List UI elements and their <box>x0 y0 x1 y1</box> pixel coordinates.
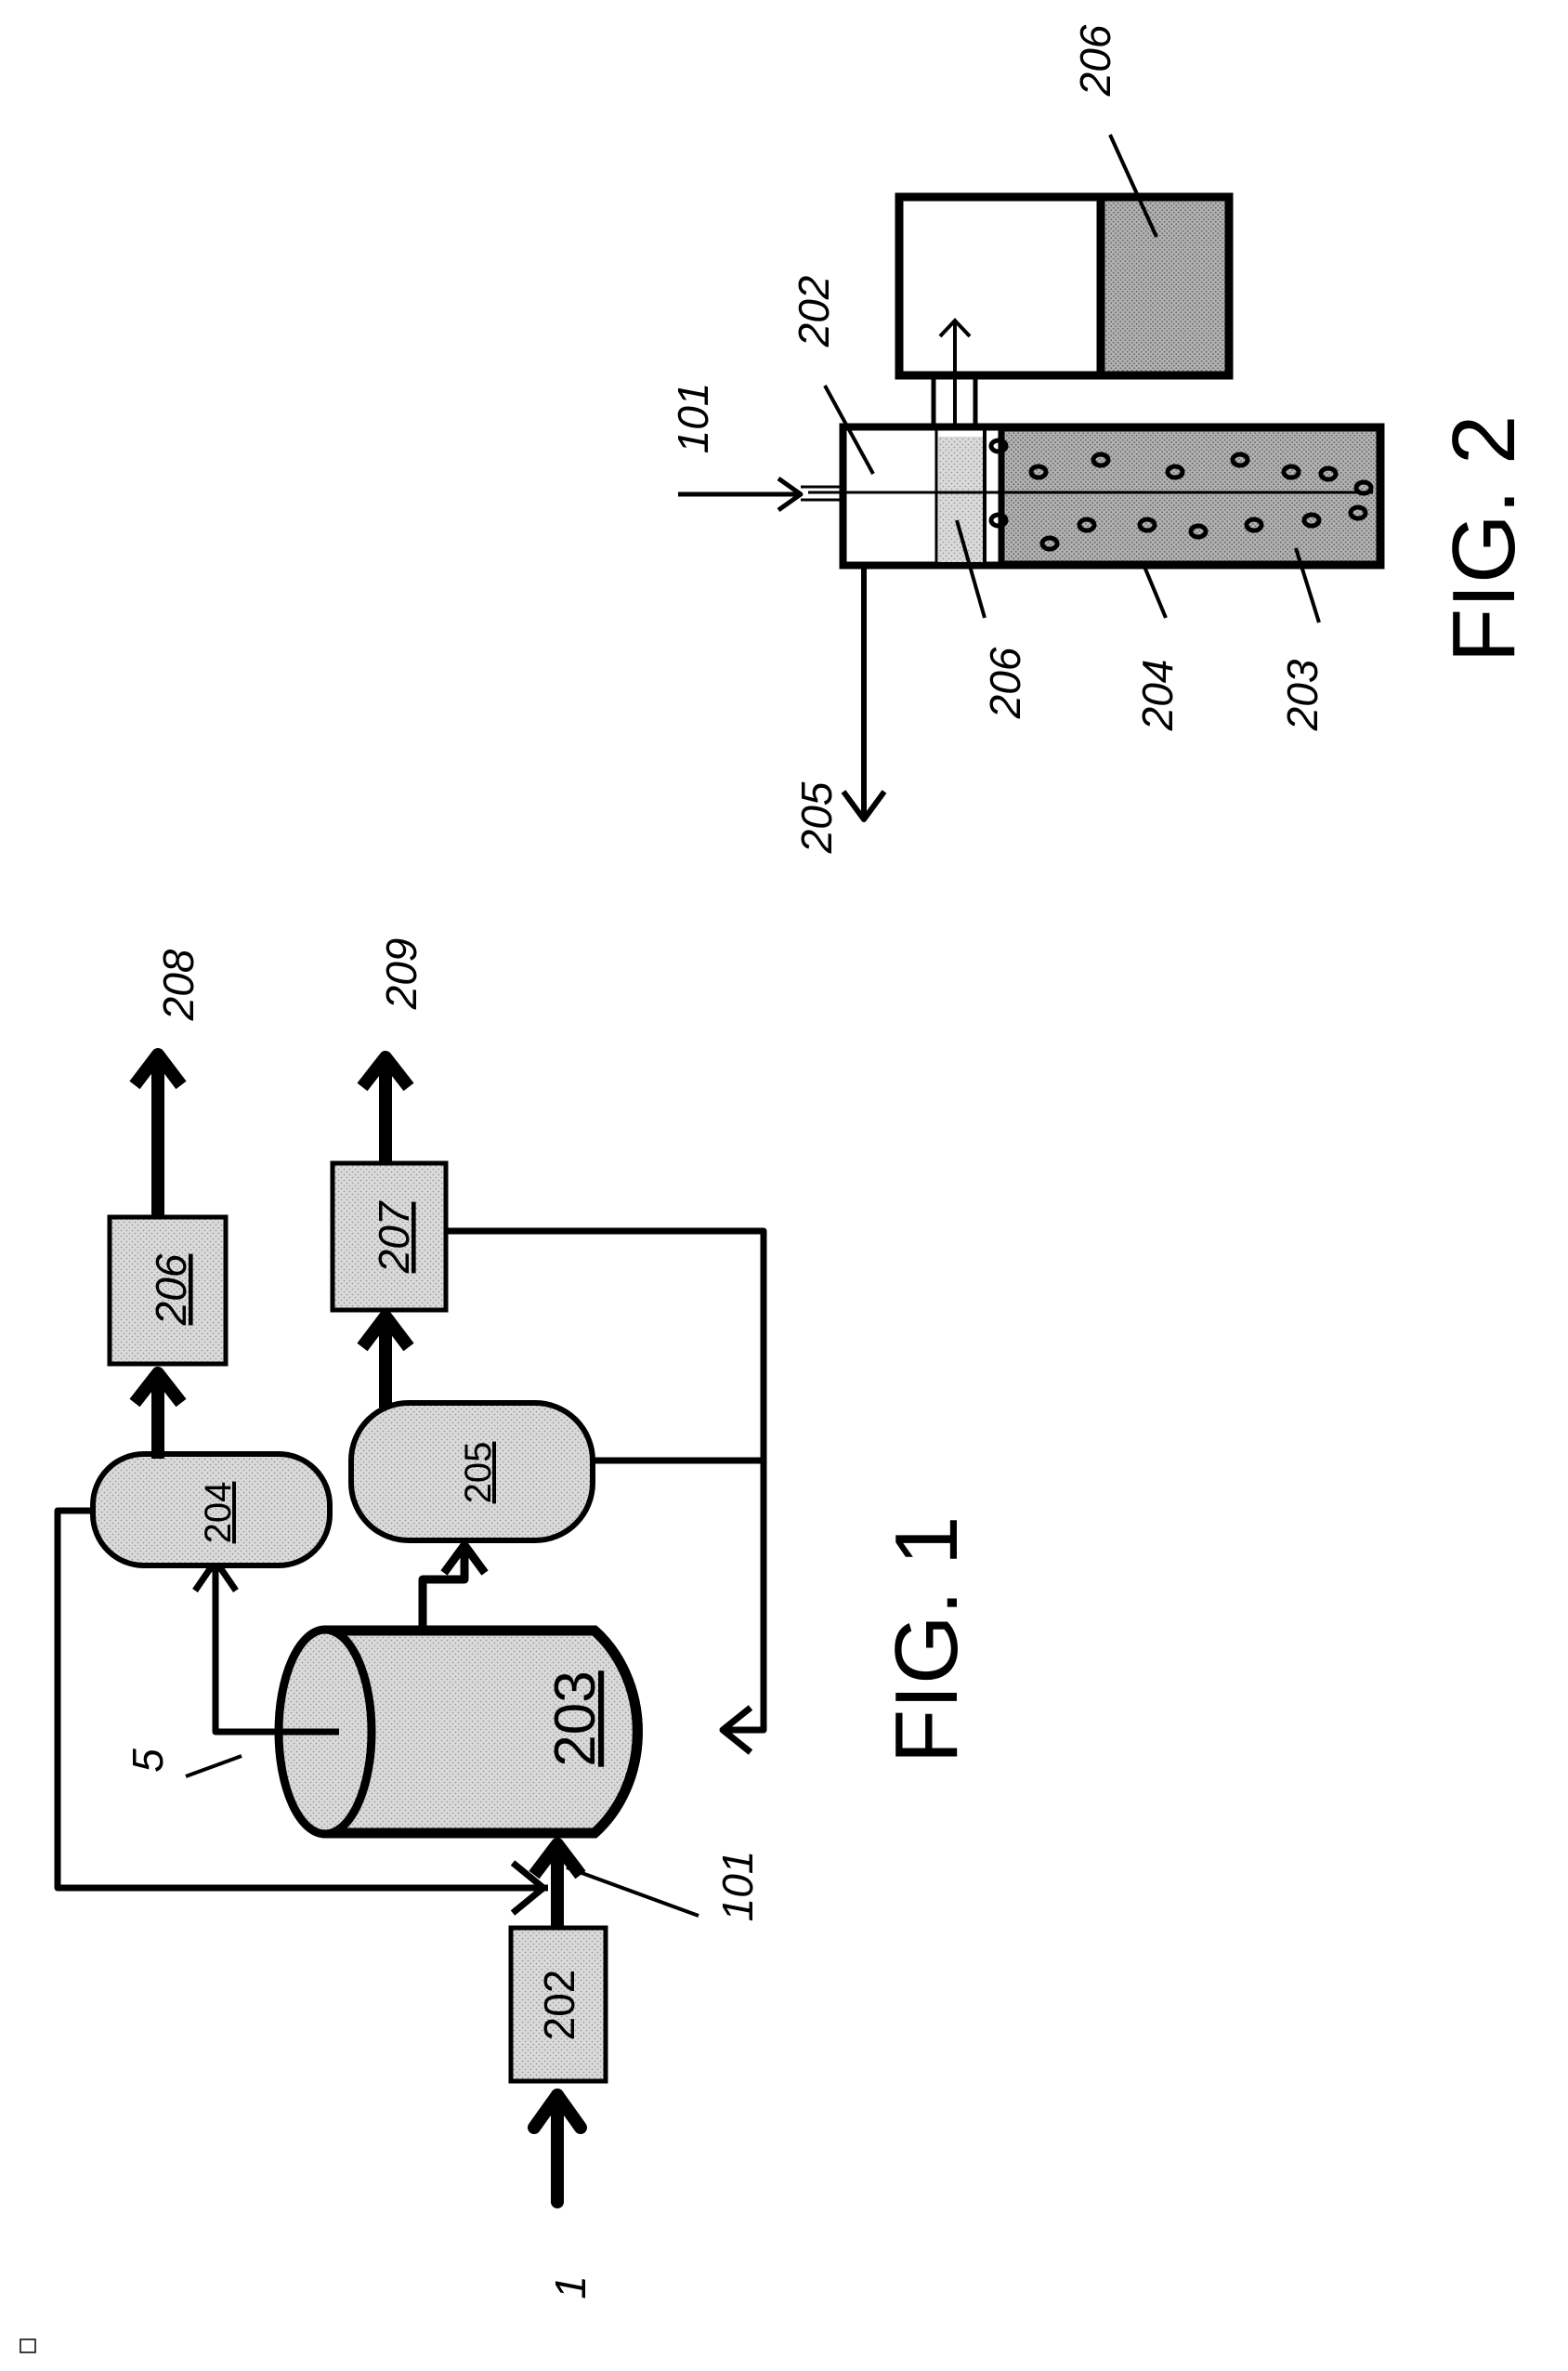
vessel-204: 204 <box>93 1454 330 1565</box>
reactor-203-label: 203 <box>543 1670 608 1766</box>
ref-206-membrane: 206 <box>981 647 1029 719</box>
ref-206-tank: 206 <box>1071 24 1119 97</box>
arrow-204-to-206 <box>135 1373 181 1459</box>
figure-2: 206 <box>669 24 1534 854</box>
ref-208: 208 <box>154 949 203 1021</box>
ref-101-fig1: 101 <box>713 1851 762 1922</box>
ref-205-fig2: 205 <box>792 781 841 854</box>
box-206: 206 <box>110 1217 226 1364</box>
ref-1: 1 <box>546 2275 595 2299</box>
leader-5 <box>186 1756 242 1776</box>
ref-203-fig2: 203 <box>1278 659 1326 731</box>
vessel-205-label: 205 <box>458 1442 499 1504</box>
input-arrow-1 <box>534 2095 581 2202</box>
arrow-206-to-208 <box>135 1055 181 1217</box>
ref-202-fig2: 202 <box>790 276 838 348</box>
box-206-label: 206 <box>147 1253 195 1326</box>
fig2-tank <box>899 197 1229 375</box>
ref-5: 5 <box>124 1749 172 1773</box>
box-202: 202 <box>511 1928 606 2081</box>
arrow-207-to-209 <box>362 1057 409 1163</box>
fig2-inlet-arrow <box>678 478 843 510</box>
fig2-caption: FIG. 2 <box>1434 415 1534 663</box>
leader-204-fig2 <box>1143 562 1166 618</box>
ref-101-fig2: 101 <box>669 383 717 454</box>
leader-101 <box>567 1867 699 1916</box>
fig2-outlet-arrow <box>843 565 884 819</box>
fig1-caption: FIG. 1 <box>877 1516 976 1764</box>
figure-1: 202 101 203 5 <box>58 938 976 2299</box>
fig2-bed-column <box>808 427 1380 565</box>
box-207: 207 <box>333 1163 446 1310</box>
vessel-204-label: 204 <box>198 1482 239 1544</box>
box-202-label: 202 <box>535 1970 583 2041</box>
corner-mark <box>20 2339 35 2352</box>
vessel-205: 205 <box>351 1403 593 1540</box>
ref-209: 209 <box>377 938 425 1011</box>
arrow-205-to-207 <box>362 1316 409 1408</box>
reactor-to-205-line <box>423 1545 485 1635</box>
ref-204-fig2: 204 <box>1133 660 1182 732</box>
box-207-label: 207 <box>370 1200 418 1274</box>
